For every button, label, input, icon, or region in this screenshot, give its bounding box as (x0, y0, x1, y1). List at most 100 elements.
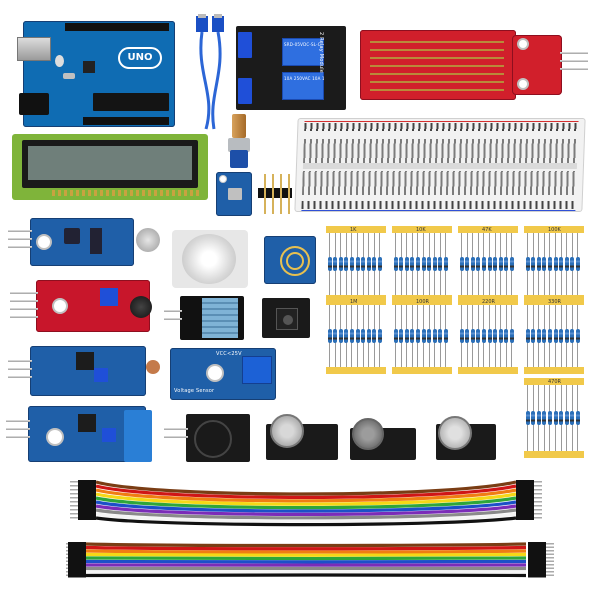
jumper-connector (78, 512, 96, 516)
jumper-connector (78, 480, 96, 484)
resistor (404, 329, 409, 343)
resistor-pack: 100R (392, 298, 452, 374)
resistor (525, 257, 530, 271)
resistor (410, 257, 415, 271)
resistor-value-label: 330R (548, 299, 562, 305)
resistor-value-label: 1M (350, 299, 358, 305)
resistor (361, 257, 366, 271)
jumper-wire (85, 552, 527, 557)
resistor (349, 329, 354, 343)
resistor (536, 329, 541, 343)
resistor (459, 257, 464, 271)
resistor (575, 411, 580, 425)
resistor (459, 329, 464, 343)
resistor (547, 411, 552, 425)
jumper-connector (528, 542, 546, 546)
resistor (481, 329, 486, 343)
resistor (564, 257, 569, 271)
resistor (443, 329, 448, 343)
resistor (542, 257, 547, 271)
resistor-value-label: 220R (482, 299, 496, 305)
resistor (542, 329, 547, 343)
jumper-connector (516, 504, 534, 508)
water-level-sensor (360, 30, 516, 100)
sound-sensor-module (30, 218, 134, 266)
resistor-pack: 220R (458, 298, 518, 374)
resistor (438, 329, 443, 343)
resistor (559, 411, 564, 425)
jumper-connector (528, 549, 546, 553)
jumper-connector (78, 492, 96, 496)
jumper-connector (68, 549, 86, 553)
jumper-connector (68, 542, 86, 546)
jumper-connector (68, 573, 86, 578)
resistor (338, 257, 343, 271)
jumper-wire (95, 516, 517, 527)
resistor (344, 329, 349, 343)
jumper-wire (95, 508, 517, 520)
microphone-icon (136, 228, 160, 252)
relay-1 (282, 38, 324, 66)
resistor (547, 329, 552, 343)
resistor-pack: 1K (326, 226, 386, 302)
voltage-sensor: Voltage Sensor VCC<25V (170, 348, 276, 400)
jumper-wire (95, 512, 517, 523)
pin-header (258, 188, 292, 198)
jumper-connector (78, 496, 96, 500)
resistor (393, 329, 398, 343)
usb-cable (196, 14, 224, 130)
pir-motion-sensor (172, 230, 248, 288)
resistor-value-label: 47K (482, 227, 492, 233)
resistor (575, 257, 580, 271)
resistor (421, 329, 426, 343)
resistor (525, 411, 530, 425)
uno-label: UNO (127, 52, 153, 63)
resistor (377, 257, 382, 271)
jumper-connector (68, 570, 86, 574)
resistor (327, 257, 332, 271)
jumper-connector (516, 508, 534, 512)
resistor (355, 329, 360, 343)
jumper-wire (85, 573, 527, 578)
jumper-wires (66, 480, 554, 578)
relay-spec-2: 10A 250VAC 10A 125VAC (284, 76, 324, 81)
jumper-connector (68, 552, 86, 557)
gas-sensor-1-cap (270, 414, 304, 448)
jumper-connector (528, 556, 546, 560)
bmp180-sensor: BMP180 (210, 172, 252, 216)
jumper-connector (78, 500, 96, 504)
resistor (570, 329, 575, 343)
bmp180-label: BMP180 (209, 182, 216, 204)
jumper-connector (78, 508, 96, 512)
resistor (421, 257, 426, 271)
resistor (438, 257, 443, 271)
jumper-connector (68, 566, 86, 571)
voltage-sensor-label: Voltage Sensor (174, 388, 215, 394)
jumper-wire (95, 496, 517, 510)
resistor-value-label: 1K (350, 227, 357, 233)
resistor (333, 257, 338, 271)
resistor (372, 257, 377, 271)
jumper-connector (78, 488, 96, 492)
jumper-connector (528, 563, 546, 567)
resistor (564, 411, 569, 425)
resistor (399, 329, 404, 343)
resistor (470, 329, 475, 343)
resistor (509, 257, 514, 271)
jumper-wire (95, 480, 517, 496)
resistor (427, 257, 432, 271)
resistor (504, 257, 509, 271)
potentiometer (224, 114, 254, 168)
jumper-connector (68, 559, 86, 564)
resistor (536, 411, 541, 425)
resistor-pack: 10K (392, 226, 452, 302)
resistor (525, 329, 530, 343)
resistor (427, 329, 432, 343)
uno-logo: UNO (118, 47, 162, 69)
resistor (361, 329, 366, 343)
resistor (338, 329, 343, 343)
resistor-pack: 47K (458, 226, 518, 302)
resistor (493, 257, 498, 271)
resistor-pack: 100K (524, 226, 584, 302)
resistor-pack: 330R (524, 298, 584, 374)
